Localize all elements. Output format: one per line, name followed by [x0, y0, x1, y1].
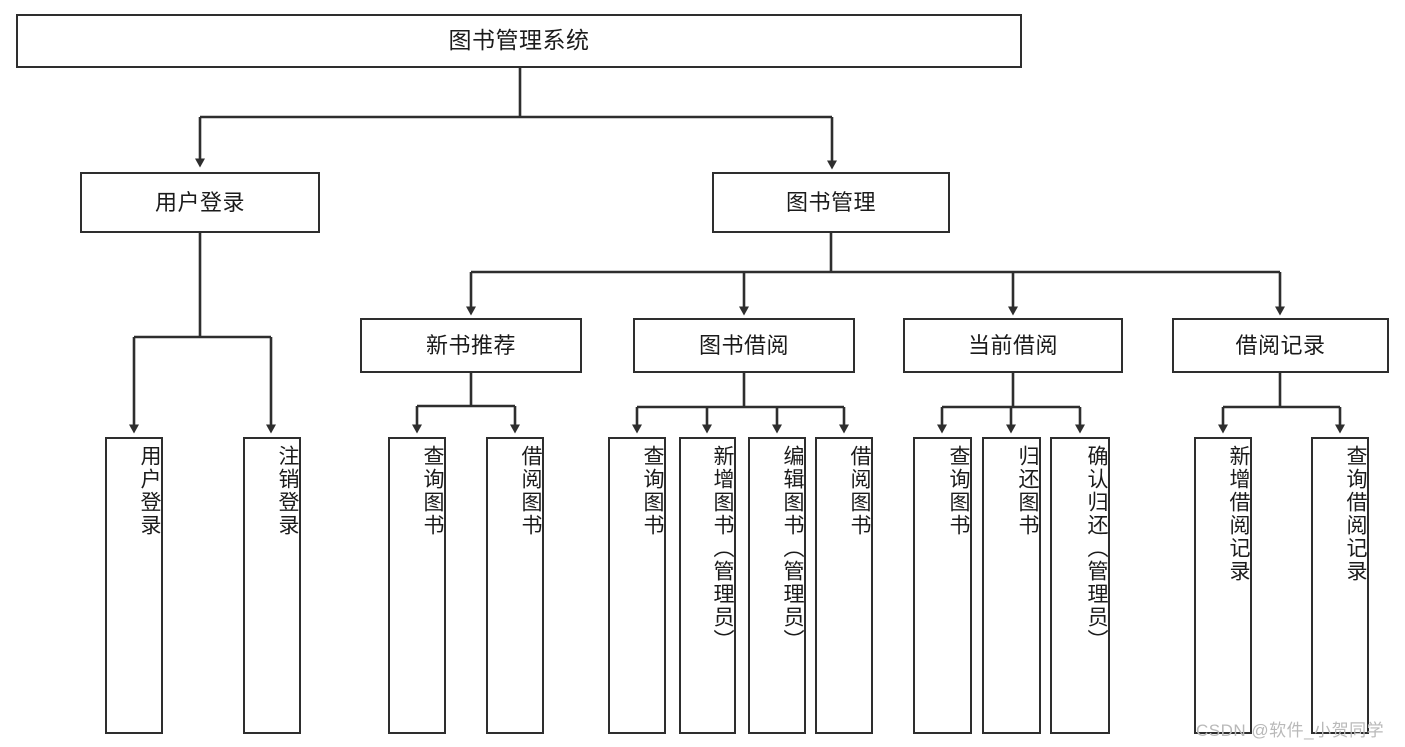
node-root-system[interactable]: 图书管理系统	[16, 14, 1022, 68]
leaf-current-query-book[interactable]: 查询图书	[913, 437, 972, 734]
node-book-management[interactable]: 图书管理	[712, 172, 950, 233]
node-label: 新增图书（管理员）	[711, 445, 734, 652]
leaf-user-login-login[interactable]: 用户登录	[105, 437, 163, 734]
node-book-borrow[interactable]: 图书借阅	[633, 318, 855, 373]
node-label: 借阅记录	[1235, 332, 1326, 358]
node-label: 归还图书	[1016, 445, 1039, 537]
leaf-recommend-borrow-book[interactable]: 借阅图书	[486, 437, 544, 734]
node-label: 注销登录	[276, 445, 299, 537]
leaf-user-login-logout[interactable]: 注销登录	[243, 437, 301, 734]
node-label: 图书管理系统	[448, 27, 590, 54]
node-borrow-records[interactable]: 借阅记录	[1172, 318, 1389, 373]
leaf-borrow-borrow-book[interactable]: 借阅图书	[815, 437, 873, 734]
node-current-borrow[interactable]: 当前借阅	[903, 318, 1123, 373]
leaf-borrow-add-book-admin[interactable]: 新增图书（管理员）	[679, 437, 736, 734]
node-user-login[interactable]: 用户登录	[80, 172, 320, 233]
node-label: 查询图书	[947, 445, 970, 537]
node-label: 用户登录	[138, 445, 161, 537]
leaf-current-confirm-return-admin[interactable]: 确认归还（管理员）	[1050, 437, 1110, 734]
leaf-borrow-query-book[interactable]: 查询图书	[608, 437, 666, 734]
leaf-current-return-book[interactable]: 归还图书	[982, 437, 1041, 734]
node-label: 查询图书	[421, 445, 444, 537]
node-label: 编辑图书（管理员）	[781, 445, 804, 652]
node-label: 查询借阅记录	[1344, 445, 1367, 583]
node-label: 当前借阅	[967, 332, 1058, 358]
node-label: 新书推荐	[425, 332, 516, 358]
node-label: 图书管理	[785, 189, 876, 215]
node-label: 图书借阅	[698, 332, 789, 358]
leaf-borrow-edit-book-admin[interactable]: 编辑图书（管理员）	[748, 437, 806, 734]
node-new-book-recommend[interactable]: 新书推荐	[360, 318, 582, 373]
node-label: 借阅图书	[519, 445, 542, 537]
leaf-records-add-record[interactable]: 新增借阅记录	[1194, 437, 1252, 734]
node-label: 查询图书	[641, 445, 664, 537]
node-label: 用户登录	[154, 189, 245, 215]
node-label: 新增借阅记录	[1227, 445, 1250, 583]
leaf-records-query-record[interactable]: 查询借阅记录	[1311, 437, 1369, 734]
node-label: 借阅图书	[848, 445, 871, 537]
node-label: 确认归还（管理员）	[1085, 445, 1108, 652]
leaf-recommend-query-book[interactable]: 查询图书	[388, 437, 446, 734]
